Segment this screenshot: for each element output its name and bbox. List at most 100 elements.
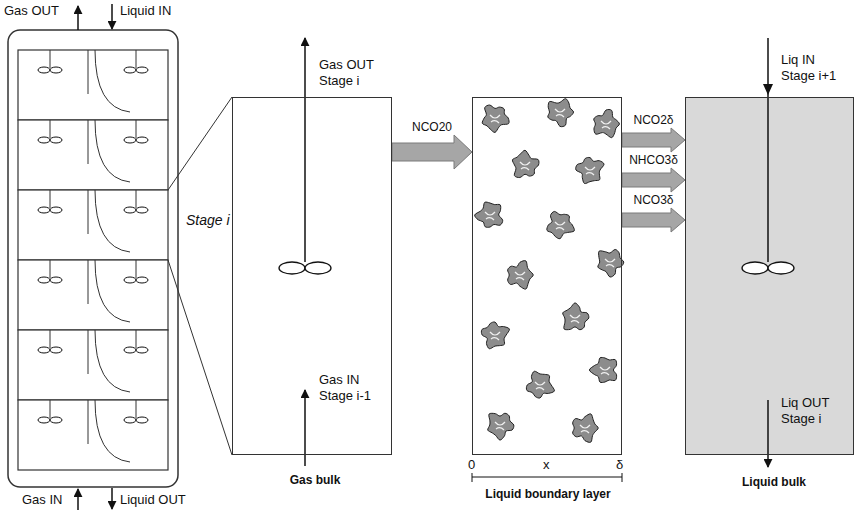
liquid-in-arrow — [111, 4, 113, 29]
stirrer-shaft — [50, 190, 51, 208]
stirrer-blade — [136, 67, 148, 73]
stage-weir — [88, 260, 89, 304]
stirrer-blade — [124, 67, 136, 73]
enzyme-texture — [600, 367, 610, 375]
region-title: Liquid boundary layer — [453, 487, 643, 501]
stirrer-shaft — [136, 260, 137, 278]
flux-label: NCO2δ — [633, 113, 673, 127]
stage-box — [18, 120, 168, 190]
stirrer-blade — [38, 67, 50, 73]
enzyme-texture — [601, 121, 611, 129]
liquid-out-arrow — [111, 488, 113, 509]
enzyme-particle — [576, 157, 604, 183]
stirrer-shaft — [136, 50, 137, 68]
stirrer-shaft — [136, 190, 137, 208]
enzyme-texture — [570, 315, 580, 323]
stream-label: Liq IN Stage i+1 — [781, 52, 849, 83]
stage-box — [18, 50, 168, 120]
column-stages — [18, 50, 168, 470]
enzyme-texture — [585, 167, 595, 175]
stirrer-blade — [768, 262, 794, 274]
stage-divider — [95, 190, 130, 252]
axis-label: 0 — [468, 457, 475, 473]
stirrer-blade — [742, 262, 768, 274]
stage-box — [18, 330, 168, 400]
boundary-layer-box: Liquid boundary layer — [472, 97, 622, 455]
stage-divider — [95, 400, 130, 462]
stream-label: Liq OUT Stage i — [781, 395, 849, 426]
stirrer-blade — [136, 347, 148, 353]
liq-out-stream — [767, 400, 769, 467]
enzyme-texture — [520, 162, 530, 170]
enzyme-texture — [555, 109, 565, 117]
enzyme-particle — [512, 150, 539, 177]
stirrer-shaft — [136, 400, 137, 418]
stirrer-blade — [136, 137, 148, 143]
stage-weir — [88, 400, 89, 444]
flux-label: NCO20 — [412, 120, 452, 134]
stirrer-blade — [136, 207, 148, 213]
stirrer-blade — [124, 207, 136, 213]
stage-divider — [95, 120, 130, 182]
stirrer-shaft — [136, 330, 137, 348]
enzyme-particle — [547, 211, 575, 238]
liquid-bulk-fill — [685, 97, 853, 455]
stirrer-blade — [38, 347, 50, 353]
enzyme-texture — [490, 115, 500, 123]
enzyme-particle — [488, 413, 514, 440]
stage-divider — [95, 330, 130, 392]
stirrer-shaft — [50, 400, 51, 418]
stirrer-blade — [50, 207, 62, 213]
enzyme-texture — [580, 425, 590, 433]
stage-divider — [95, 50, 130, 112]
stirrer-blade — [124, 277, 136, 283]
stirrer-blade — [124, 137, 136, 143]
enzyme-particle — [598, 249, 624, 277]
stage-weir — [88, 190, 89, 234]
gas-out-stream — [304, 38, 306, 262]
zoom-line — [168, 97, 232, 190]
stirrer-shaft — [50, 120, 51, 138]
gas-in-arrow — [77, 489, 79, 510]
stirrer-blade — [124, 417, 136, 423]
enzyme-particle — [594, 109, 620, 137]
enzyme-particles — [475, 99, 624, 443]
flux-arrow — [622, 208, 685, 232]
stirrer-shaft — [50, 50, 51, 68]
stirrer-shaft — [136, 120, 137, 138]
stream-label: Liquid IN — [120, 3, 171, 19]
stage-weir — [88, 50, 89, 94]
axis-label: δ — [616, 457, 623, 473]
enzyme-texture — [605, 259, 615, 267]
enzyme-particle — [508, 261, 534, 290]
stream-label: Gas IN Stage i-1 — [319, 372, 387, 403]
stirrer-blade — [50, 417, 62, 423]
enzyme-texture — [535, 382, 545, 390]
enzyme-particle — [526, 371, 554, 398]
enzyme-texture — [555, 222, 565, 230]
stirrer-blade — [38, 417, 50, 423]
gas-bulk-box: Gas OUT Stage iGas IN Stage i-1Gas bulk — [232, 97, 392, 455]
stage-box — [18, 400, 168, 470]
flux-arrow — [622, 128, 685, 152]
flux-label: NHCO3δ — [629, 153, 678, 167]
stirrer-blade — [136, 417, 148, 423]
stream-label: Gas OUT Stage i — [319, 57, 387, 88]
stirrer-shaft — [50, 260, 51, 278]
enzyme-particle — [589, 357, 616, 382]
axis-tick — [622, 473, 623, 482]
enzyme-texture — [515, 272, 525, 280]
gas-out-arrow — [77, 6, 79, 30]
stirrer-blade — [279, 262, 305, 274]
axis-line — [472, 477, 622, 478]
stirrer-blade — [124, 347, 136, 353]
flux-arrow — [392, 135, 472, 169]
stage-weir — [88, 330, 89, 374]
axis-tick — [472, 473, 473, 482]
stirrer-blade — [38, 137, 50, 143]
stream-label: Gas OUT — [4, 3, 59, 19]
enzyme-particle — [482, 105, 509, 132]
enzyme-particle — [475, 202, 503, 227]
